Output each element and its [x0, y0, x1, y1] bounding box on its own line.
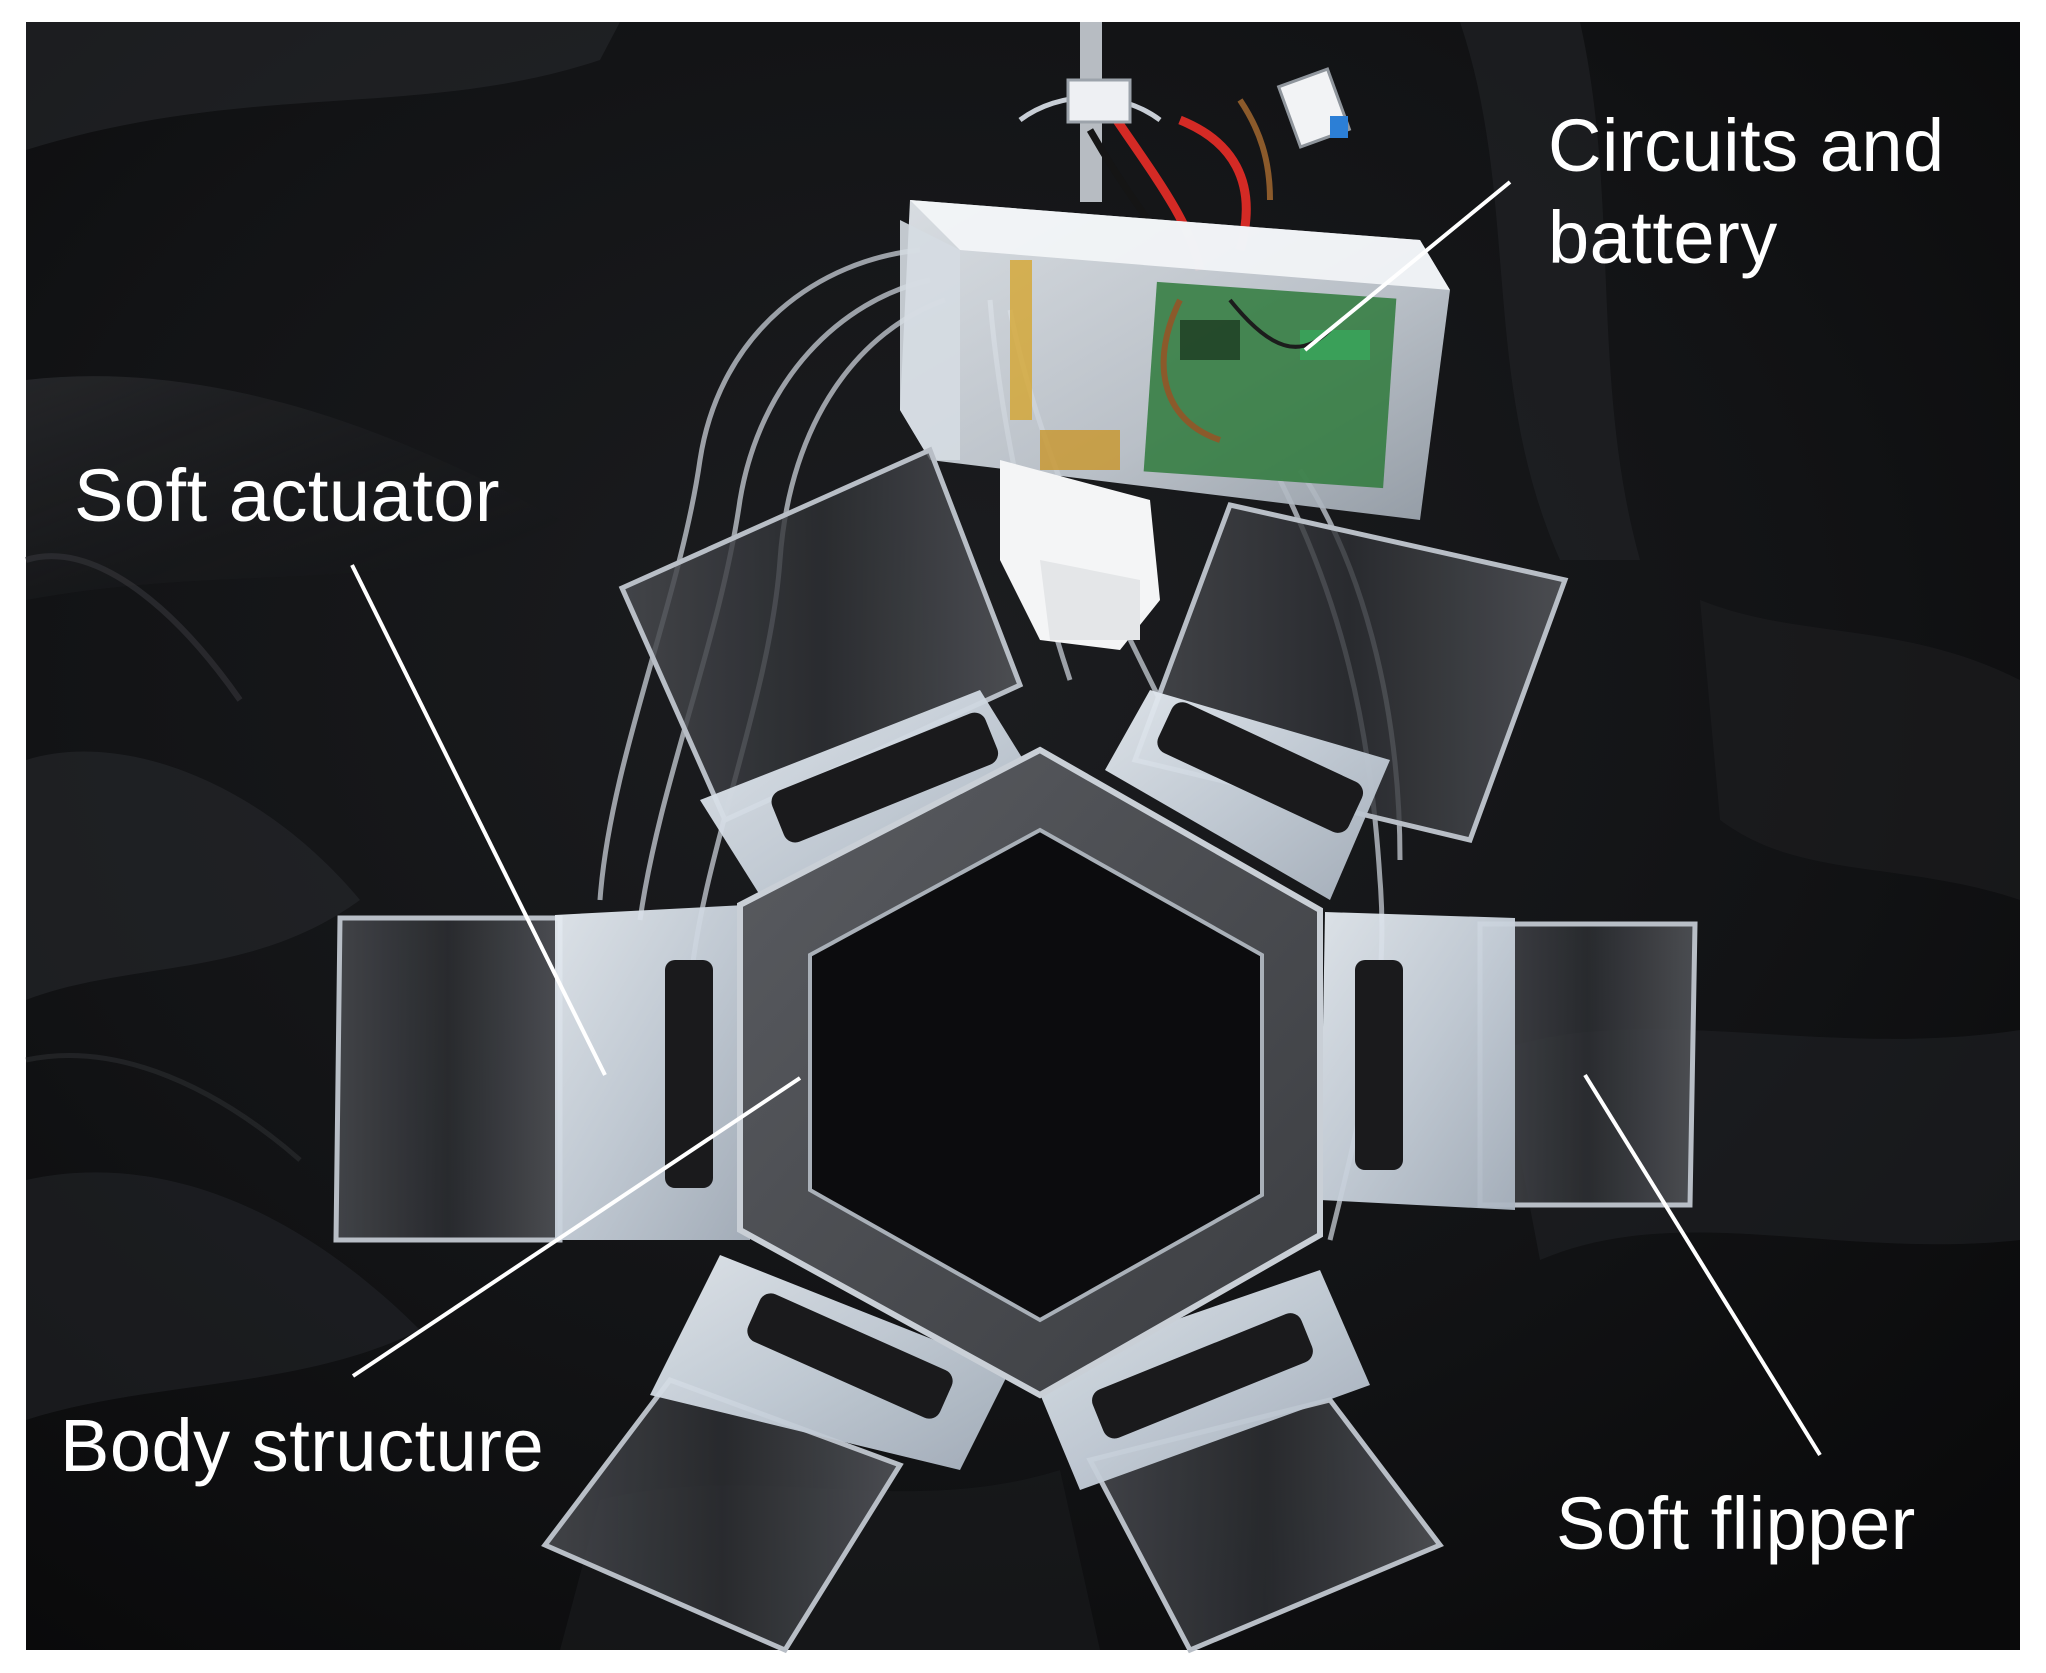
label-circuits-line1: Circuits and: [1548, 104, 1945, 187]
actuators: [555, 690, 1515, 1490]
label-soft-actuator: Soft actuator: [74, 454, 501, 537]
top-wires: [1018, 22, 1352, 303]
label-circuits-line2: battery: [1548, 196, 1778, 279]
fabric-folds: [25, 22, 2020, 1650]
label-circuits-and-battery: Circuits and battery: [1548, 100, 1945, 284]
label-body-structure: Body structure: [60, 1404, 545, 1487]
hexagon-body: [737, 746, 1323, 1399]
leader-lines: [350, 180, 1822, 1457]
circuit-box: [900, 200, 1450, 650]
label-soft-flipper: Soft flipper: [1556, 1482, 1916, 1565]
flippers: [333, 446, 1698, 1654]
